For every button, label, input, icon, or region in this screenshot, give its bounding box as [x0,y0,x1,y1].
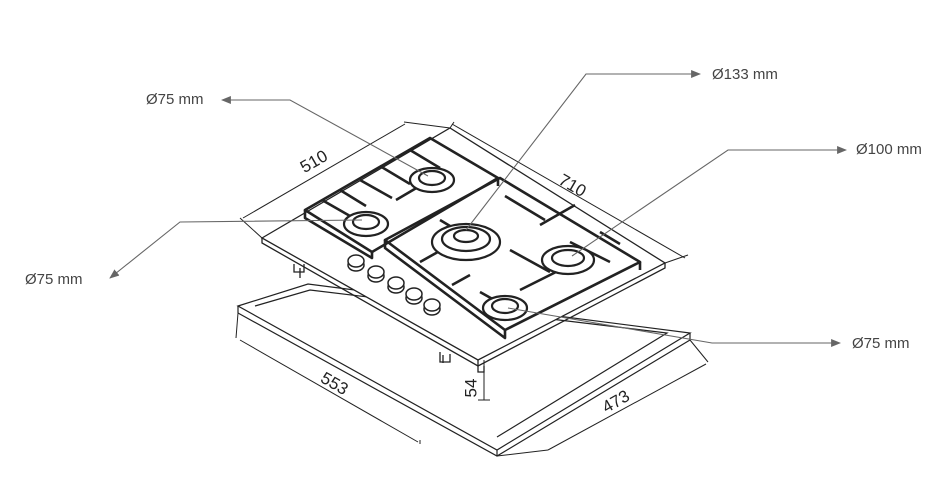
dimension-height-label: 54 [461,378,481,398]
burner-right [540,244,596,276]
control-knobs [347,254,441,316]
callout-burner-center: Ø133 mm [712,66,778,83]
burner-front [481,294,529,322]
burner-left [342,210,390,238]
knob-1 [347,254,365,272]
burners [342,166,596,322]
leader-top-left [221,96,429,177]
leader-right [571,146,847,257]
callout-burner-front: Ø75 mm [852,335,910,352]
leader-lines [109,70,847,347]
callout-burner-top-left: Ø75 mm [146,91,204,108]
leader-center [465,70,701,231]
leader-front [507,307,841,347]
burner-top-left [408,166,456,194]
callout-burner-right: Ø100 mm [856,141,922,158]
knob-3 [387,276,405,294]
leader-left [109,219,363,279]
dimension-lines [235,121,709,457]
burner-center [430,222,502,262]
knob-5 [423,298,441,316]
knob-4 [405,287,423,305]
callout-burner-left: Ø75 mm [25,271,83,288]
knob-2 [367,265,385,283]
